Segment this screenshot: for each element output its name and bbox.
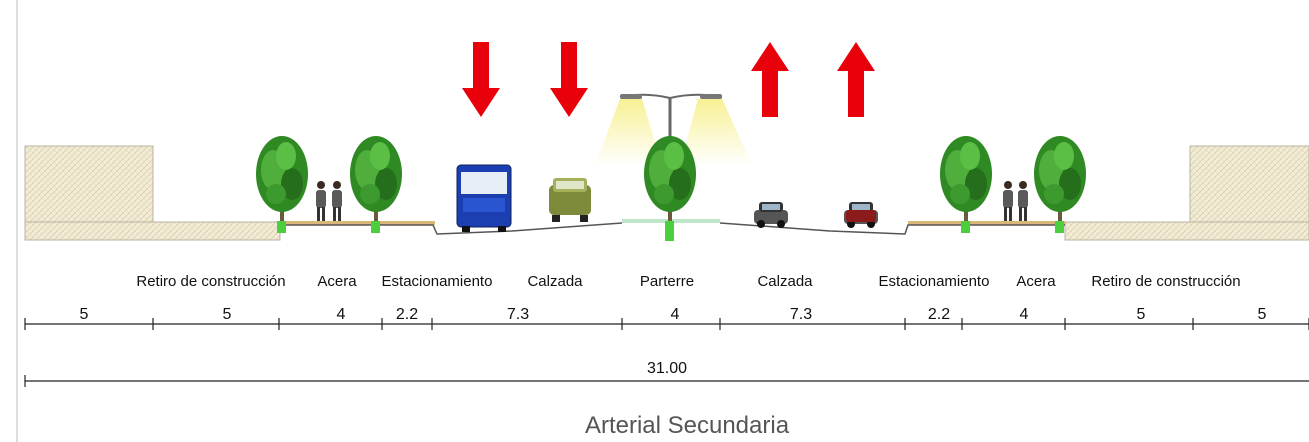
zone-label-setback-left: Retiro de construcción: [136, 273, 285, 290]
zone-label-sidewalk-right: Acera: [1016, 273, 1056, 290]
arrow-down-icon: [462, 42, 500, 117]
traffic-arrows: [462, 42, 875, 117]
left-building-block: [24, 145, 154, 224]
tree: [256, 136, 308, 233]
zone-labels: Retiro de construcción Acera Estacionami…: [136, 273, 1240, 290]
zone-label-sidewalk-left: Acera: [317, 273, 357, 290]
bus: [456, 164, 512, 232]
arrow-up-icon: [837, 42, 875, 117]
segment-dimension-line: 5 5 4 2.2 7.3 4 7.3 2.2 4 5 5: [24, 306, 1309, 330]
zone-label-parking-right: Estacionamiento: [879, 273, 990, 290]
tree: [644, 136, 696, 241]
segment-width-label: 7.3: [507, 306, 529, 323]
segment-width-label: 5: [1258, 306, 1267, 323]
segment-width-label: 2.2: [396, 306, 418, 323]
segment-width-label: 2.2: [928, 306, 950, 323]
segment-width-label: 4: [337, 306, 346, 323]
zone-label-roadway-left: Calzada: [527, 273, 583, 290]
tree: [940, 136, 992, 233]
segment-width-label: 5: [1137, 306, 1146, 323]
zone-label-setback-right: Retiro de construcción: [1091, 273, 1240, 290]
total-width-label: 31.00: [647, 360, 687, 377]
segment-width-label: 4: [1020, 306, 1029, 323]
zone-label-parking-left: Estacionamiento: [382, 273, 493, 290]
segment-width-label: 7.3: [790, 306, 812, 323]
ground-profile: [24, 219, 1309, 241]
zone-label-roadway-right: Calzada: [757, 273, 813, 290]
segment-width-label: 5: [223, 306, 232, 323]
diagram-title: Arterial Secundaria: [585, 412, 790, 439]
car-gray: [754, 202, 788, 228]
tree: [350, 136, 402, 233]
segment-width-label: 4: [671, 306, 680, 323]
right-building-block: [1189, 145, 1309, 224]
arrow-up-icon: [751, 42, 789, 117]
tree: [1034, 136, 1086, 233]
street-lamp: [595, 93, 752, 219]
segment-width-label: 5: [80, 306, 89, 323]
total-dimension-line: 31.00: [24, 360, 1309, 387]
zone-label-median: Parterre: [640, 273, 694, 290]
car-green: [549, 178, 591, 222]
arrow-down-icon: [550, 42, 588, 117]
car-red: [844, 202, 878, 228]
